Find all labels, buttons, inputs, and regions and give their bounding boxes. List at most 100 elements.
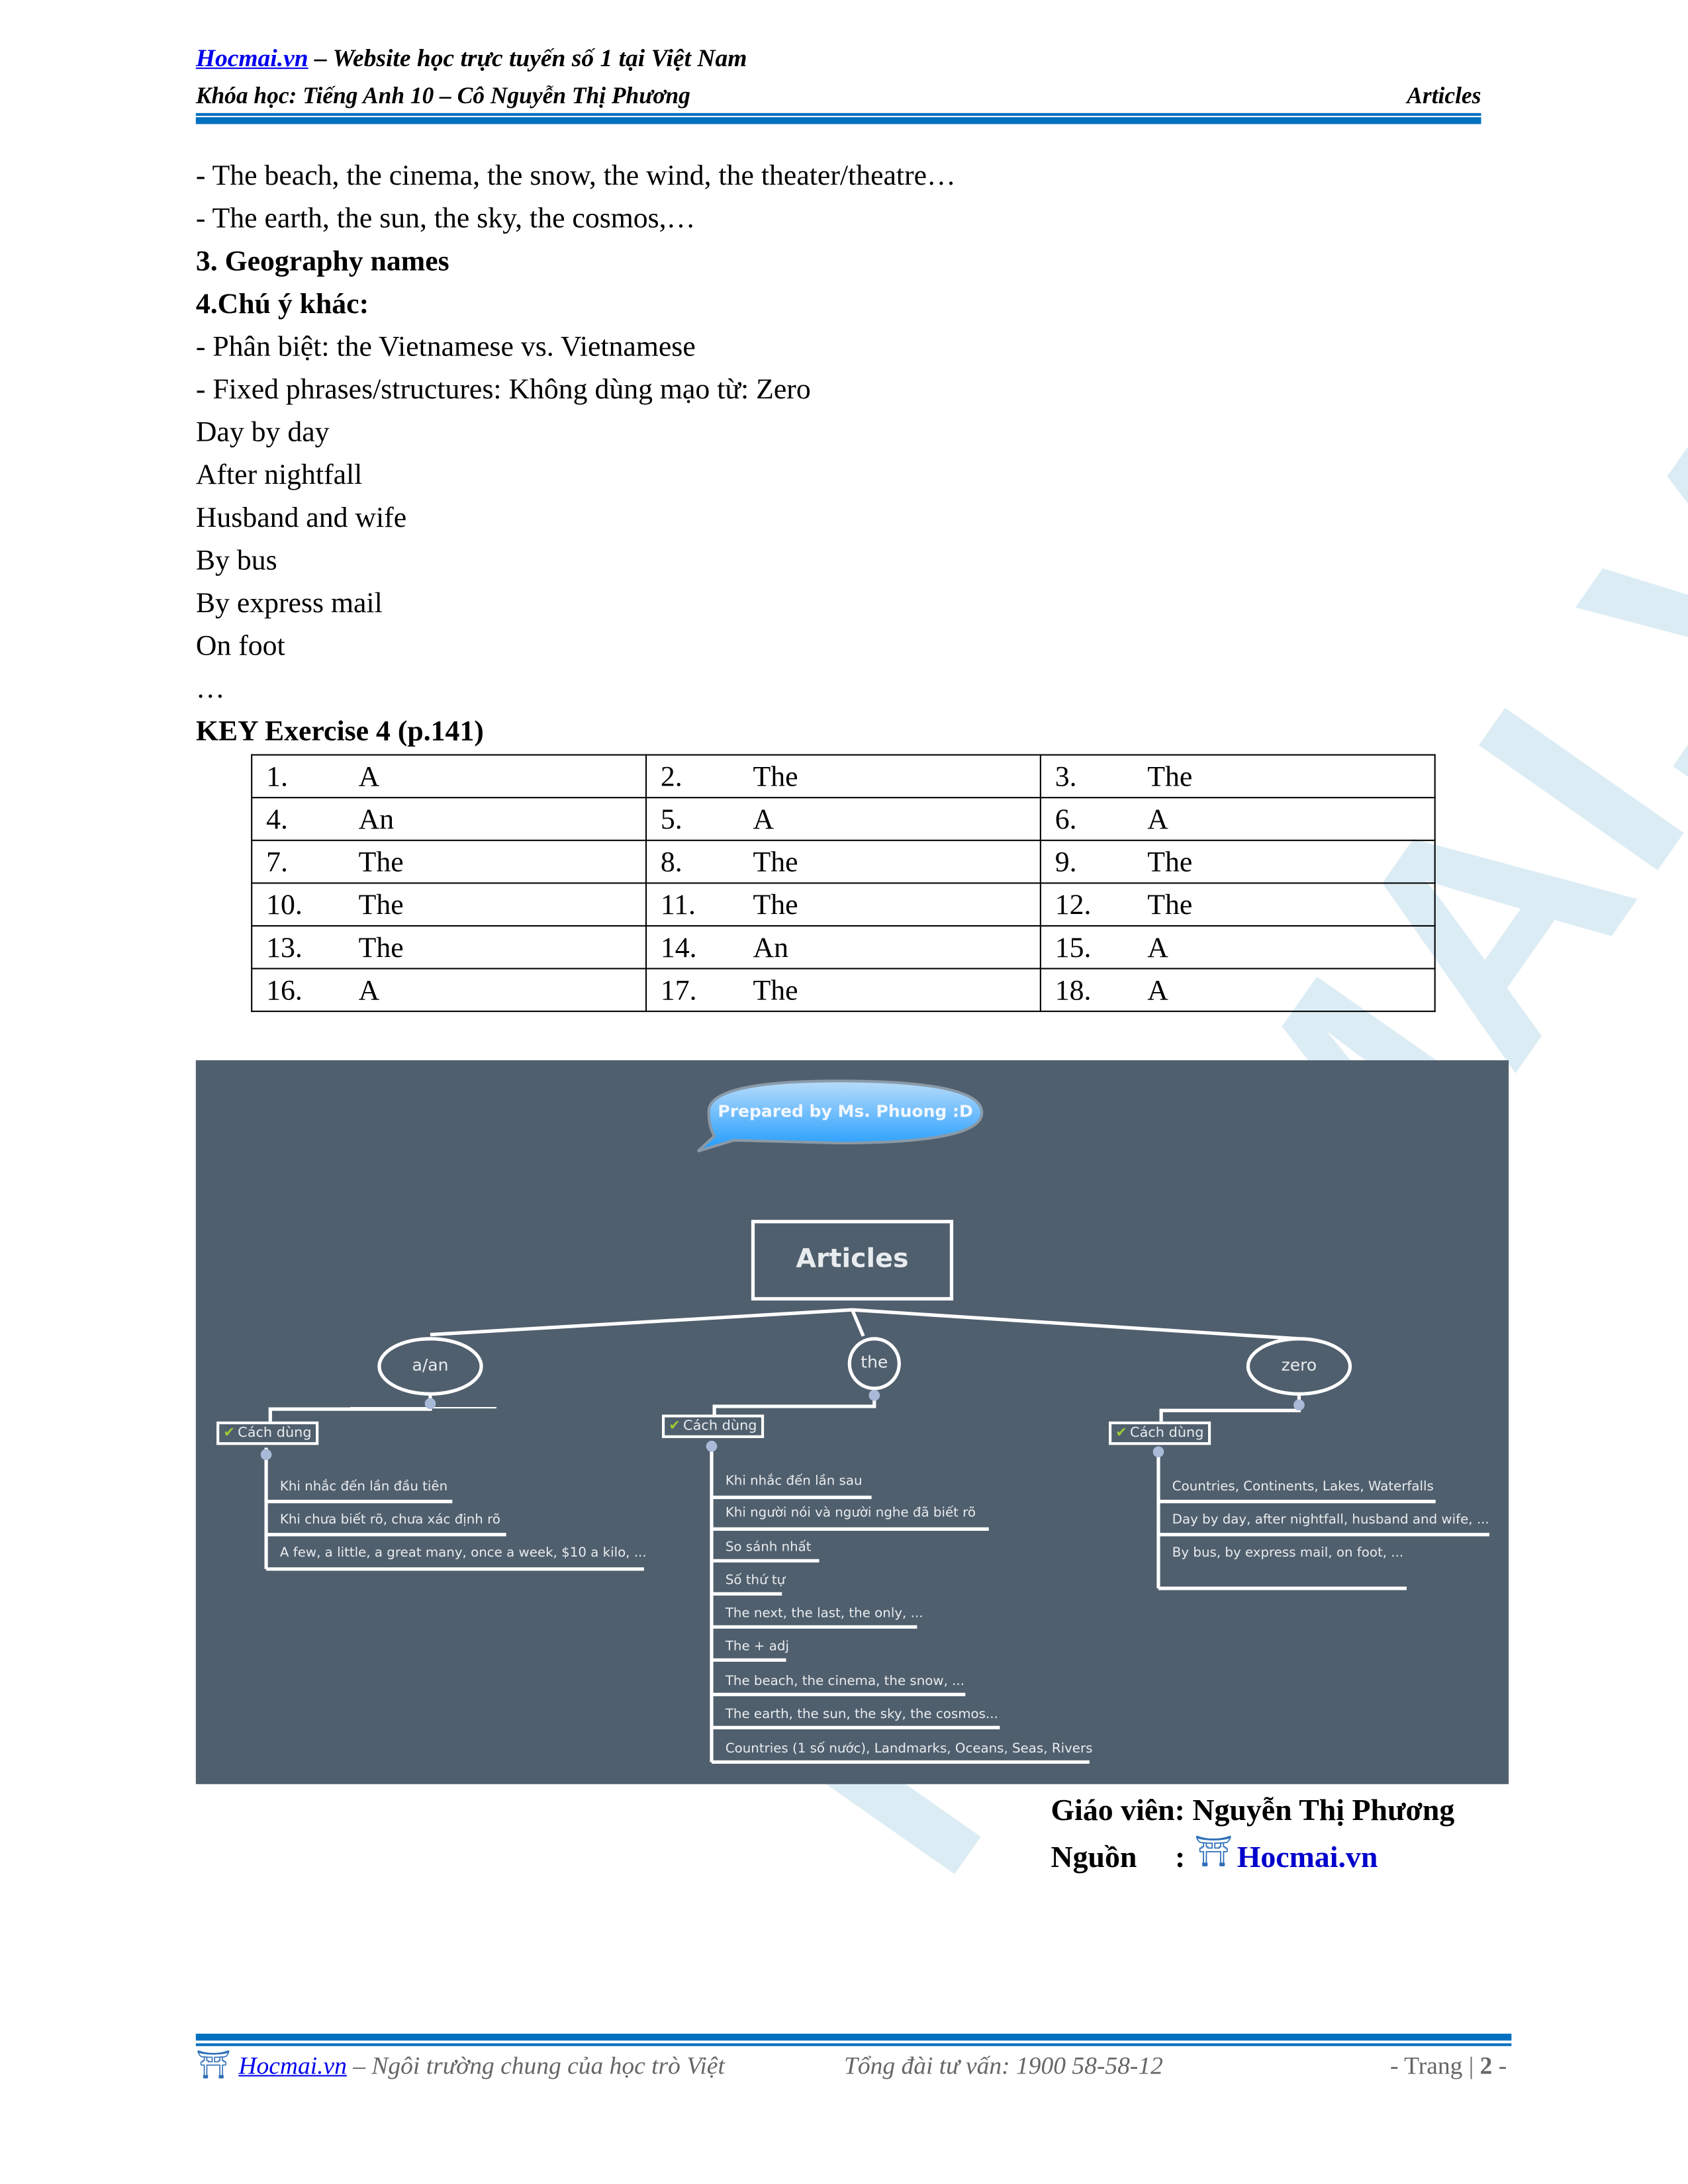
prepared-by-bubble-text: Prepared by Ms. Phuong :D (718, 1101, 973, 1121)
key-cell: 2. The (645, 754, 1041, 799)
mindmap-leaf[interactable]: The beach, the cinema, the snow, ... (725, 1674, 965, 1690)
usage-box-the[interactable]: ✔Cách dùng (661, 1414, 764, 1438)
branch-node-the[interactable]: the (861, 1352, 888, 1372)
answer: The (753, 887, 798, 921)
key-cell: 13. The (251, 925, 647, 970)
key-cell: 16. A (251, 968, 647, 1013)
usage-label: Cách dùng (683, 1418, 757, 1434)
page-prefix: - Trang | (1389, 2051, 1480, 2079)
mindmap-connectors (260, 1079, 1489, 1764)
answer: The (358, 887, 404, 921)
body-line: - The beach, the cinema, the snow, the w… (195, 158, 956, 192)
page-number: - Trang | 2 - (1390, 2052, 1507, 2081)
mindmap-leaf[interactable]: Day by day, after nightfall, husband and… (1172, 1512, 1489, 1528)
check-icon: ✔ (1115, 1426, 1127, 1441)
key-cell: 18.A (1039, 968, 1436, 1013)
body-line: - The earth, the sun, the sky, the cosmo… (195, 201, 696, 235)
body-line: - Fixed phrases/structures: Không dùng m… (195, 372, 811, 406)
body-line: By express mail (195, 586, 383, 619)
header-brand-link[interactable]: Hocmai.vn (195, 44, 308, 72)
answer: The (358, 931, 404, 964)
key-cell: 7. The (251, 839, 647, 884)
key-cell: 17.The (645, 968, 1041, 1013)
mindmap-leaf[interactable]: Khi nhắc đến lần đầu tiên (279, 1479, 448, 1495)
key-cell: 5.A (645, 797, 1041, 841)
key-cell: 9. The (1039, 839, 1436, 884)
mindmap-leaf[interactable]: Khi người nói và người nghe đã biết rõ (725, 1505, 976, 1521)
mindmap-leaf[interactable]: A few, a little, a great many, once a we… (279, 1545, 647, 1561)
usage-label: Cách dùng (1130, 1426, 1204, 1441)
answer: A (753, 802, 774, 836)
question-number: 11. (660, 887, 696, 921)
answer: The (1147, 845, 1193, 879)
root-node-articles[interactable]: Articles (796, 1244, 909, 1274)
question-number: 9. (1055, 845, 1077, 879)
mindmap-leaf[interactable]: By bus, by express mail, on foot, ... (1172, 1545, 1404, 1561)
answer: A (358, 973, 380, 1007)
header-rule-thin (195, 113, 1481, 116)
mindmap-leaf[interactable]: The next, the last, the only, ... (725, 1606, 923, 1621)
mindmap-leaf[interactable]: Countries (1 số nước), Landmarks, Oceans… (725, 1741, 1093, 1757)
mindmap-leaf[interactable]: Số thứ tự (725, 1573, 786, 1588)
source-label: Nguồn (1051, 1839, 1137, 1874)
header-rule-thick (195, 117, 1481, 124)
usage-label: Cách dùng (238, 1426, 312, 1441)
section-heading: KEY Exercise 4 (p.141) (195, 714, 484, 748)
source-link[interactable]: Hocmai.vn (1237, 1839, 1378, 1874)
mindmap-leaf[interactable]: Khi chưa biết rõ, chưa xác định rõ (279, 1512, 500, 1528)
key-cell: 10. The (251, 882, 647, 927)
check-icon: ✔ (669, 1418, 680, 1434)
hocmai-logo-icon: ⛩ (1194, 1833, 1233, 1868)
check-icon: ✔ (223, 1426, 235, 1441)
branch-node-zero[interactable]: zero (1281, 1355, 1317, 1375)
answer: An (358, 802, 395, 836)
mindmap-leaf[interactable]: So sánh nhất (725, 1540, 812, 1555)
answer: The (753, 845, 798, 879)
answer: An (753, 931, 788, 964)
teacher-signature: Giáo viên: Nguyễn Thị Phương (1051, 1792, 1455, 1827)
mindmap-leaf[interactable]: The earth, the sun, the sky, the cosmos.… (725, 1707, 998, 1723)
question-number: 13. (266, 931, 303, 964)
page-suffix: - (1492, 2051, 1507, 2079)
mindmap-leaf[interactable]: Countries, Continents, Lakes, Waterfalls (1172, 1479, 1434, 1495)
section-heading: 4.Chú ý khác: (195, 287, 369, 320)
course-title: Khóa học: Tiếng Anh 10 – Cô Nguyễn Thị P… (195, 82, 690, 109)
answer: The (753, 759, 798, 793)
answer: The (1147, 759, 1193, 793)
footer-slogan: – Ngôi trường chung của học trò Việt (346, 2051, 725, 2079)
key-cell: 15.A (1039, 925, 1436, 970)
key-cell: 6.A (1039, 797, 1436, 841)
question-number: 10. (266, 887, 303, 921)
answer: The (753, 973, 798, 1007)
mindmap-leaf[interactable]: The + adj (725, 1639, 790, 1655)
key-cell: 8.The (645, 839, 1041, 884)
footer-brand-link[interactable]: Hocmai.vn (238, 2051, 347, 2079)
answer: The (358, 845, 404, 879)
answer: A (1147, 802, 1168, 836)
footer-hotline: Tổng đài tư vấn: 1900 58-58-12 (843, 2051, 1163, 2079)
question-number: 2. (660, 759, 682, 793)
usage-box-a-an[interactable]: ✔Cách dùng (216, 1421, 319, 1445)
section-heading: 3. Geography names (195, 244, 449, 277)
body-line: By bus (195, 543, 277, 576)
key-cell: 14. An (645, 925, 1041, 970)
question-number: 1. (266, 759, 288, 793)
mindmap: Prepared by Ms. Phuong :D Articles a/an … (195, 1060, 1509, 1784)
footer-logo-icon: ⛩ (195, 2050, 231, 2081)
question-number: 16. (266, 973, 303, 1007)
mindmap-leaf[interactable]: Khi nhắc đến lần sau (725, 1474, 863, 1489)
source-sep: : (1174, 1839, 1186, 1874)
branch-node-a-an[interactable]: a/an (412, 1355, 449, 1375)
key-cell: 11. The (645, 882, 1041, 927)
usage-box-zero[interactable]: ✔Cách dùng (1108, 1421, 1211, 1445)
question-number: 7. (266, 845, 288, 879)
page-num: 2 (1479, 2051, 1493, 2079)
answer: The (1147, 887, 1193, 921)
question-number: 14. (660, 931, 697, 964)
